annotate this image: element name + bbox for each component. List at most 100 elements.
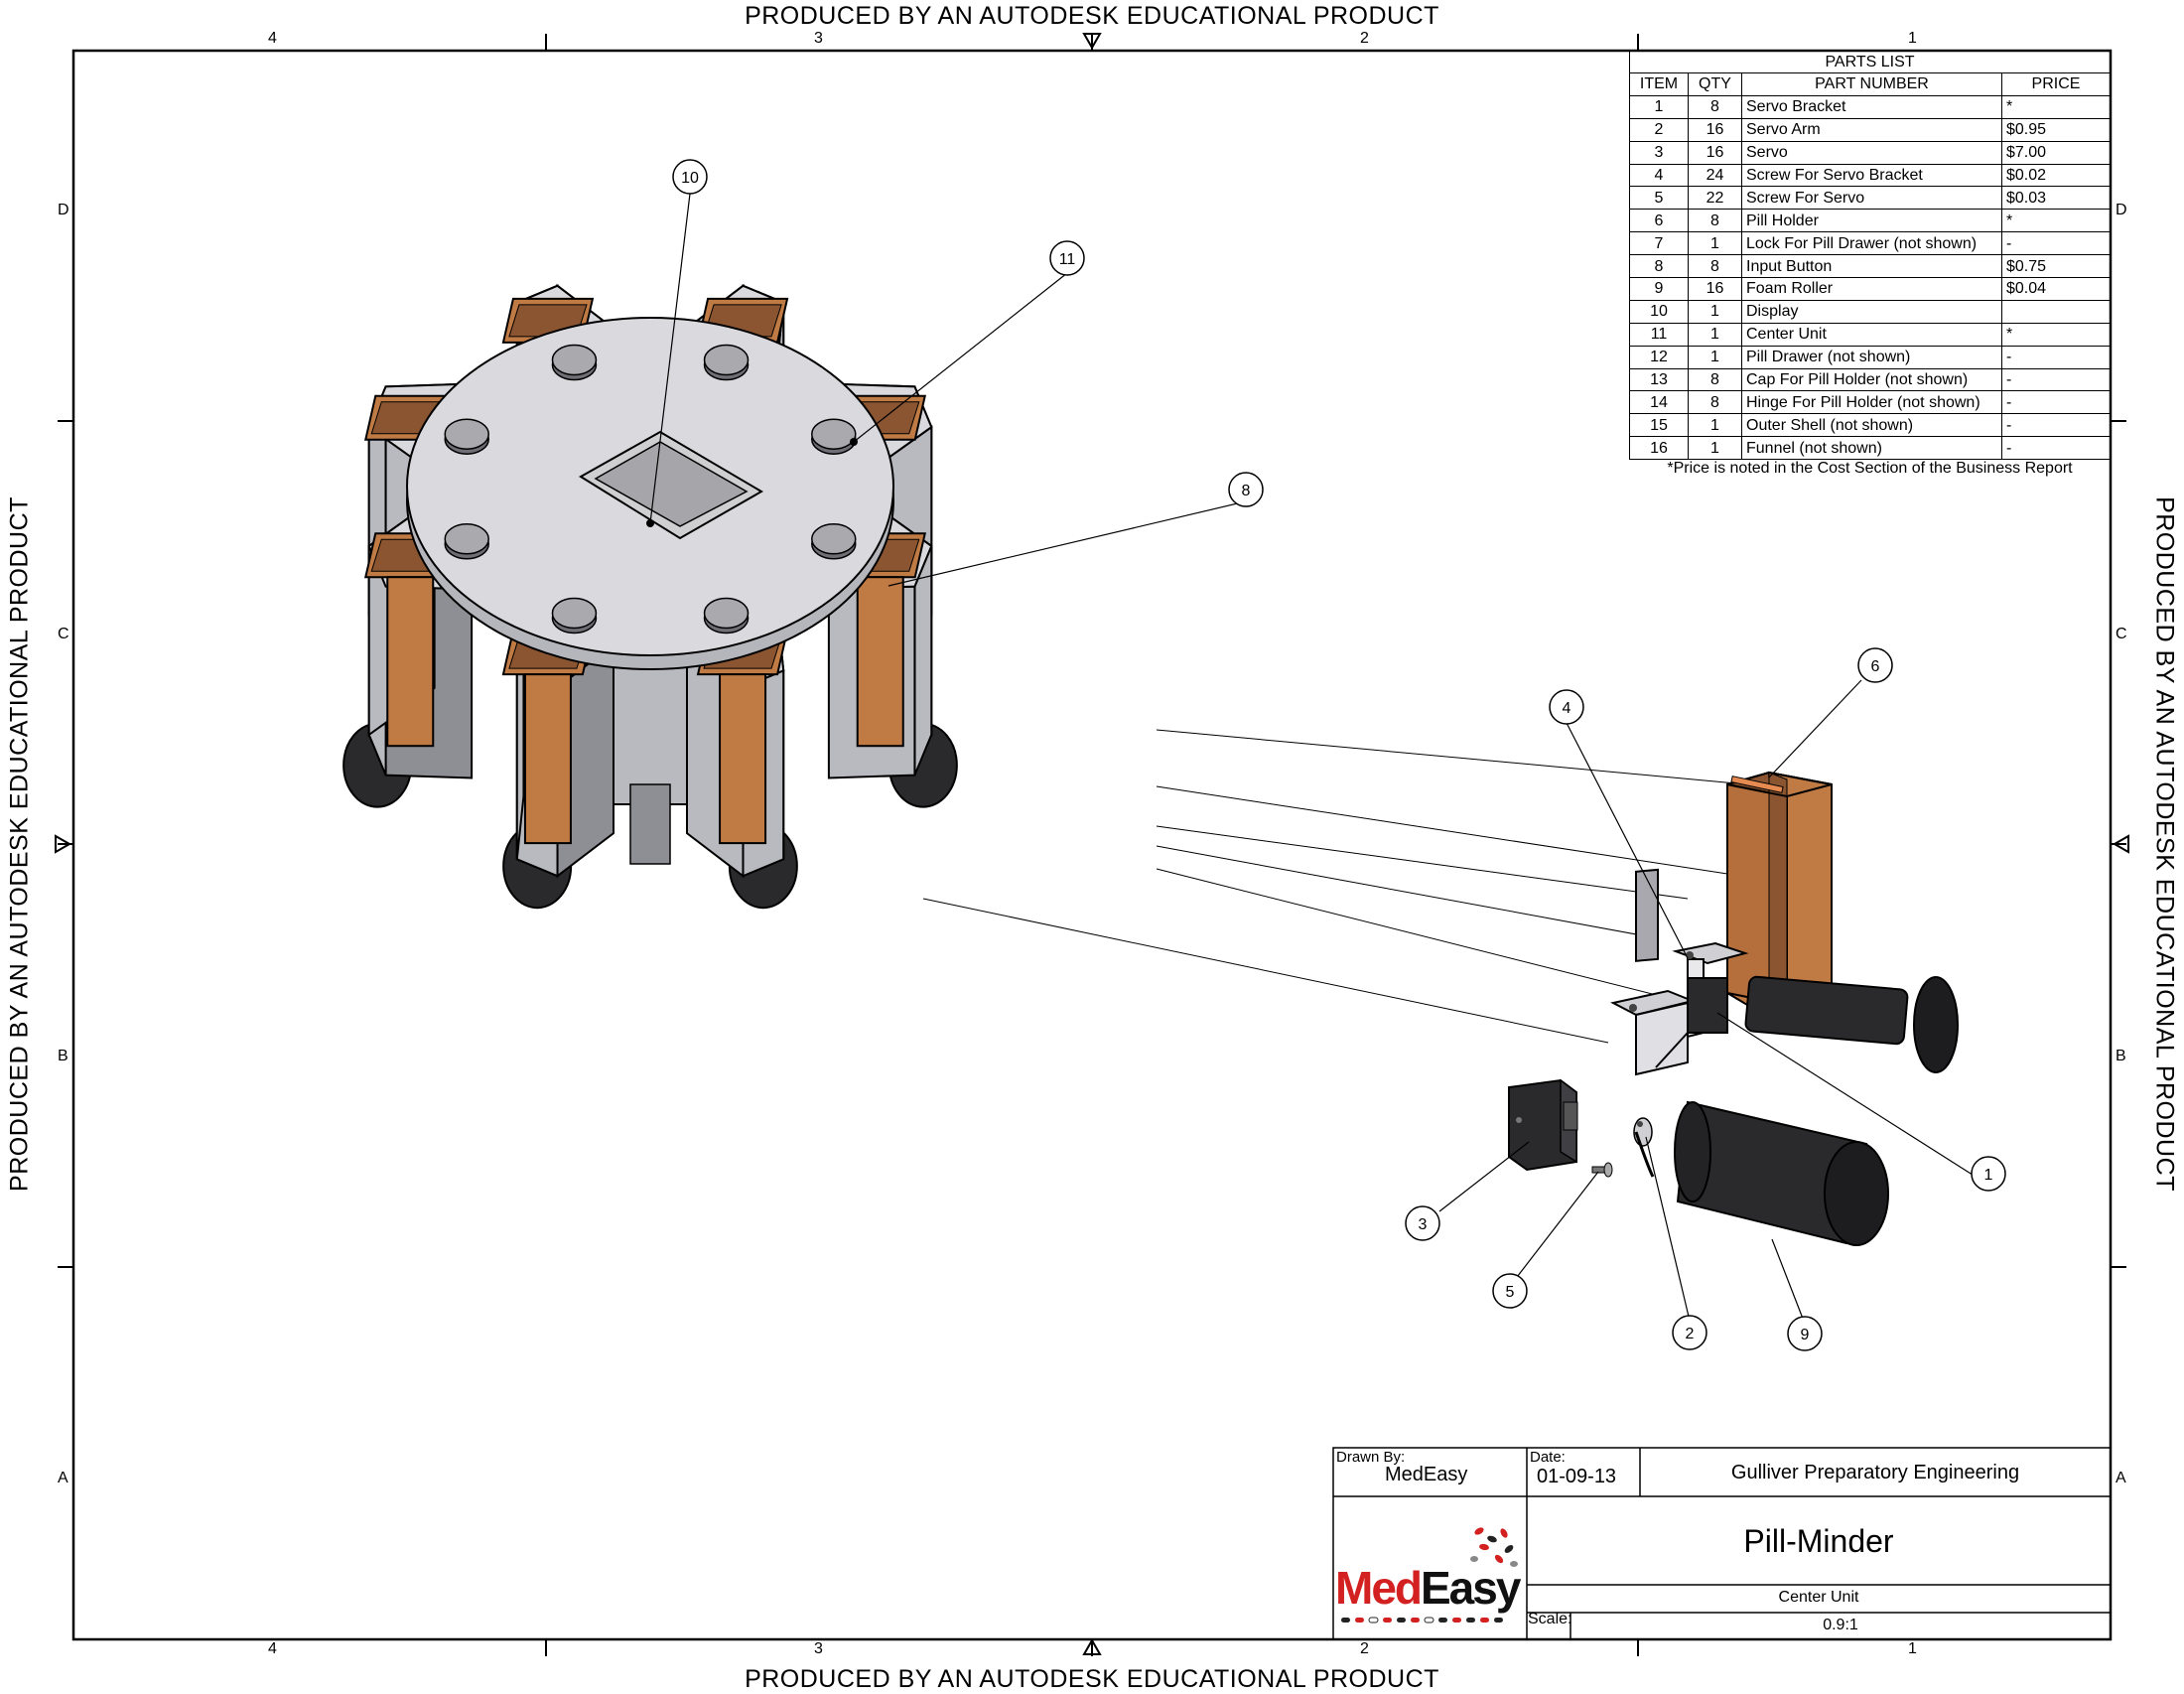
cell-item: 12 — [1629, 345, 1689, 369]
cell-item: 14 — [1629, 390, 1689, 415]
cell-qty: 16 — [1688, 117, 1742, 142]
zone-row-b-right: B — [2116, 1048, 2126, 1064]
cell-qty: 8 — [1688, 367, 1742, 392]
pill-holder-face — [523, 673, 572, 845]
input-button — [551, 597, 598, 630]
parts-list-header-row: ITEM QTY PART NUMBER PRICE — [1629, 72, 2111, 96]
zone-row-b-left: B — [58, 1048, 68, 1064]
leader-dots — [646, 438, 858, 527]
cell-item: 11 — [1629, 322, 1689, 347]
logo-med-text: Med — [1335, 1562, 1423, 1614]
input-button — [811, 523, 857, 555]
servo-arm — [1633, 1117, 1655, 1178]
input-button — [811, 418, 857, 450]
cell-part: Foam Roller — [1741, 277, 2002, 301]
cell-part: Pill Drawer (not shown) — [1741, 345, 2002, 369]
cell-price: $0.75 — [2001, 254, 2111, 279]
logo-pill-row-icon — [1341, 1617, 1503, 1623]
cell-qty: 1 — [1688, 299, 1742, 324]
cell-part: Funnel (not shown) — [1741, 436, 2002, 461]
pill-holder-face — [386, 576, 435, 748]
drawing-subtitle: Center Unit — [1778, 1589, 1859, 1606]
zone-row-d-left: D — [58, 202, 69, 218]
logo-pills-icon — [1470, 1527, 1518, 1567]
servo — [1508, 1078, 1578, 1172]
cell-item: 8 — [1629, 254, 1689, 279]
zone-col-4-bottom: 4 — [268, 1640, 277, 1657]
cell-qty: 8 — [1688, 254, 1742, 279]
cell-item: 9 — [1629, 277, 1689, 301]
cell-price: $0.03 — [2001, 186, 2111, 211]
zone-col-2-top: 2 — [1360, 30, 1369, 47]
header-price: PRICE — [2001, 72, 2111, 96]
cell-qty: 24 — [1688, 163, 1742, 188]
cell-part: Screw For Servo — [1741, 186, 2002, 211]
cell-qty: 1 — [1688, 436, 1742, 461]
cell-part: Servo — [1741, 140, 2002, 165]
input-button — [444, 523, 489, 555]
cell-part: Input Button — [1741, 254, 2002, 279]
cell-item: 10 — [1629, 299, 1689, 324]
cell-part: Pill Holder — [1741, 209, 2002, 233]
zone-col-4-top: 4 — [268, 30, 277, 47]
pill-holder — [1726, 771, 1833, 1007]
cell-price — [2001, 299, 2111, 324]
scale-label: Scale: — [1528, 1611, 1572, 1627]
cell-item: 4 — [1629, 163, 1689, 188]
drawn-by-value: MedEasy — [1385, 1464, 1468, 1485]
centering-arrows — [55, 33, 2129, 1655]
cell-qty: 1 — [1688, 413, 1742, 438]
cell-qty: 16 — [1688, 140, 1742, 165]
zone-col-2-bottom: 2 — [1360, 1640, 1369, 1657]
cell-price: - — [2001, 436, 2111, 461]
cell-part: Servo Arm — [1741, 117, 2002, 142]
cell-price: - — [2001, 367, 2111, 392]
header-qty: QTY — [1688, 72, 1742, 96]
zone-col-3-bottom: 3 — [814, 1640, 823, 1657]
cell-price: $0.02 — [2001, 163, 2111, 188]
logo-easy-text: Easy — [1421, 1562, 1521, 1614]
input-button — [444, 418, 489, 450]
pill-holder-face — [719, 673, 767, 845]
cell-price: * — [2001, 322, 2111, 347]
zone-col-3-top: 3 — [814, 30, 823, 47]
servo-screw — [1591, 1162, 1613, 1178]
leader-lines — [649, 193, 1977, 1325]
zone-row-c-left: C — [58, 626, 69, 642]
cell-item: 13 — [1629, 367, 1689, 392]
cell-price: $7.00 — [2001, 140, 2111, 165]
servo-bracket — [1610, 868, 1749, 1076]
price-note: *Price is noted in the Cost Section of t… — [1667, 460, 2073, 477]
cell-part: Display — [1741, 299, 2002, 324]
input-button — [703, 597, 750, 630]
input-button — [551, 344, 598, 376]
cell-part: Screw For Servo Bracket — [1741, 163, 2002, 188]
cell-qty: 8 — [1688, 209, 1742, 233]
cell-item: 2 — [1629, 117, 1689, 142]
cell-item: 1 — [1629, 94, 1689, 119]
cell-price: * — [2001, 209, 2111, 233]
zone-col-1-top: 1 — [1908, 30, 1917, 47]
cell-qty: 8 — [1688, 94, 1742, 119]
cell-price: - — [2001, 231, 2111, 256]
cell-price: $0.95 — [2001, 117, 2111, 142]
cell-qty: 22 — [1688, 186, 1742, 211]
drawn-by-label: Drawn By: — [1336, 1449, 1406, 1466]
